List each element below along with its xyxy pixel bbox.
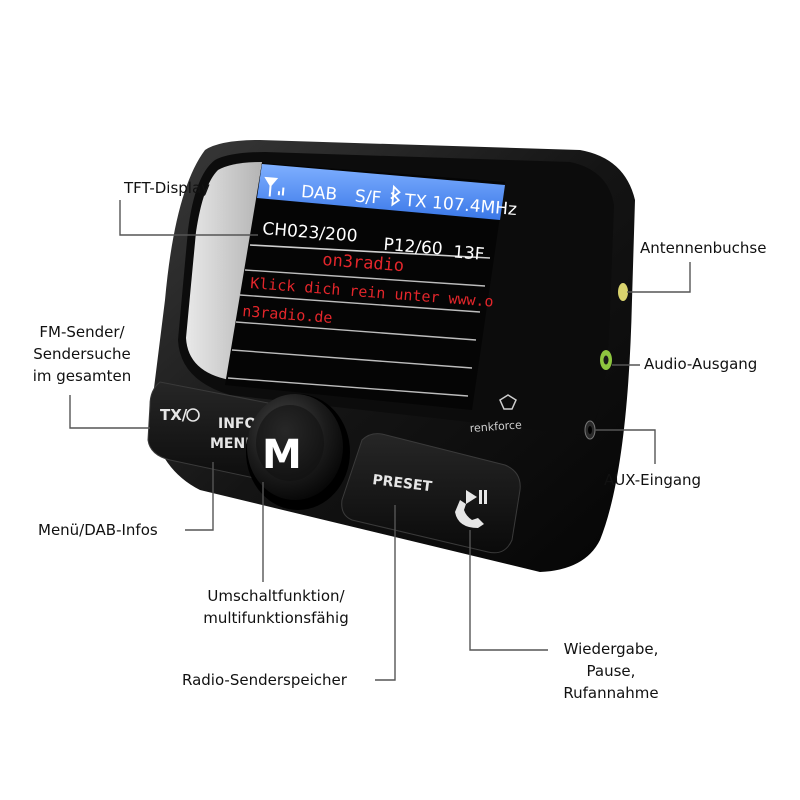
bluetooth-icon [390,184,401,207]
info-button-label: INFO [218,416,256,432]
status-dab: DAB [300,182,338,205]
callout-line-fm [69,395,150,429]
play-icon [466,490,477,504]
screen-divider [249,244,491,259]
label-fm-sender-line3: im gesamten [32,367,132,385]
label-umschaltfunktion: Umschaltfunktion/ multifunktionsfähig [186,585,366,629]
pause-icon [479,490,482,504]
m-knob[interactable]: M [246,394,350,510]
callout-line-menu [185,462,214,531]
menu-button-label: MENU [210,436,257,452]
screen-divider [239,294,481,313]
tx-button[interactable]: TX/ [160,406,200,424]
signal-icon [277,187,285,196]
play-pause-call-button[interactable] [455,490,487,528]
bezel-reflection [186,162,262,380]
brand-name: renkforce [469,418,522,435]
brand-logo: renkforce [469,394,522,435]
band-label: 13F [452,242,485,264]
callout-line-preset [375,505,396,681]
screen-divider [235,321,477,341]
tx-search-icon [186,408,200,422]
screen-divider [244,269,486,287]
label-wiedergabe-line3: Rufannahme [563,684,659,702]
screen-divider [231,349,473,369]
label-wiedergabe: Wiedergabe, Pause, Rufannahme [546,638,676,704]
callout-line-antenna [627,262,691,293]
side-jacks [584,283,628,440]
label-antennenbuchse: Antennenbuchse [640,239,767,257]
label-fm-sender-line2: Sendersuche [33,345,131,363]
label-audio-ausgang: Audio-Ausgang [644,355,758,373]
callout-line-aux [595,429,656,464]
antenna-jack [618,283,628,301]
antenna-icon [264,176,279,197]
status-sf: S/F [354,187,382,209]
callout-line-play [469,530,548,651]
tft-screen: DAB S/F TX 107.4MHz CH023/200 P12/60 13F… [225,163,518,410]
label-aux-eingang: AUX-Eingang [604,471,702,489]
callout-line-tft [119,200,258,236]
m-knob-label: M [262,432,302,478]
callout-lines [69,200,691,681]
preset-button[interactable]: PRESET [372,472,434,495]
info-menu-button[interactable]: INFO MENU [210,416,257,452]
label-wiedergabe-line2: Pause, [586,662,636,680]
label-fm-sender-line1: FM-Sender/ [39,323,125,341]
label-wiedergabe-line1: Wiedergabe, [563,640,659,658]
label-fm-sender: FM-Sender/ Sendersuche im gesamten [22,321,142,387]
label-tft-display: TFT-Display [124,179,211,197]
preset-button-label: PRESET [372,472,434,495]
label-menu-dab-infos: Menü/DAB-Infos [38,521,158,539]
preset-number: P12/60 [383,235,444,260]
label-umschaltfunktion-line2: multifunktionsfähig [203,609,349,627]
screen-divider [227,377,469,397]
phone-icon [455,500,484,528]
label-radio-senderspeicher: Radio-Senderspeicher [182,671,347,689]
label-umschaltfunktion-line1: Umschaltfunktion/ [207,587,345,605]
screen-status-bar [257,164,505,220]
tx-button-label: TX/ [160,406,188,424]
